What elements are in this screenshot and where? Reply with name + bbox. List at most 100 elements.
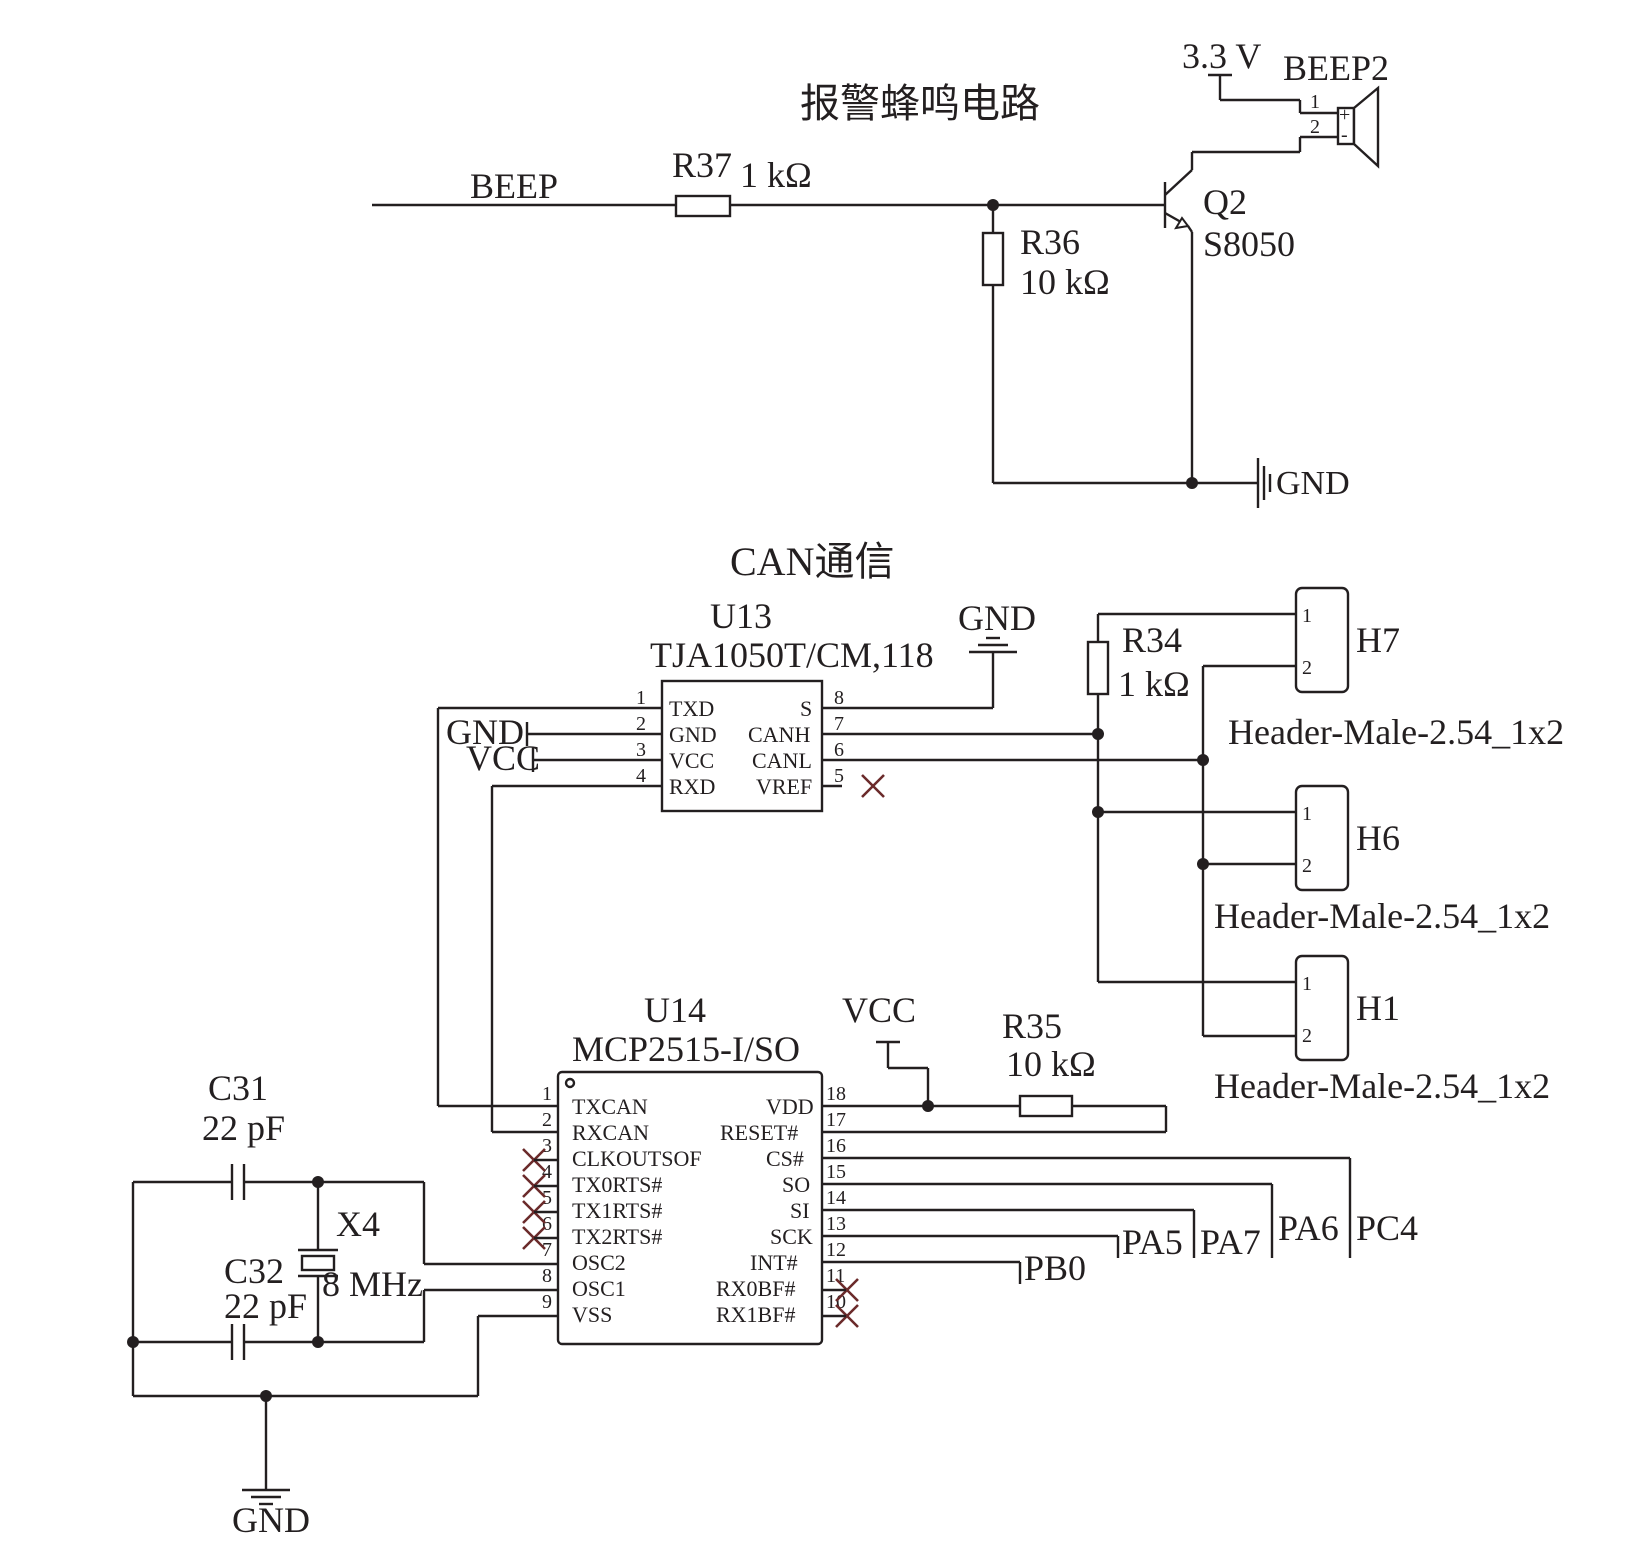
u13-pin-num: 3 [636,739,646,761]
u13-pin-num: 4 [636,765,646,787]
u14-pin-num: 1 [542,1083,552,1105]
u13-right-pins: 8 S 7 CANH 6 CANL 5 VREF [748,687,844,799]
buzzer-minus: - [1341,124,1348,146]
q2-transistor [1163,152,1194,483]
u13-pin-num: 7 [834,713,844,735]
header-pin-2: 2 [1302,855,1312,877]
r34-ref: R34 [1122,620,1182,660]
u14-pin-num: 17 [826,1109,846,1131]
u14-pin-name: INT# [750,1250,798,1275]
net-pa7: PA7 [1200,1222,1261,1262]
u14-pin-name: VSS [572,1302,612,1327]
u14-pin-name: OSC2 [572,1250,626,1275]
u14-right-pins: 18 VDD 17 RESET# 16 CS# 15 SO 14 SI 13 S… [716,1083,846,1327]
u14-pin-num: 3 [542,1135,552,1157]
u14-chip [556,1070,824,1346]
header-pin-1: 1 [1302,973,1312,995]
u14-pin-name: OSC1 [572,1276,626,1301]
r34-resistor [1086,640,1110,696]
c32-capacitor [230,1324,246,1360]
x4-ref: X4 [336,1204,380,1244]
u14-pin-num: 12 [826,1239,846,1261]
c32-ref: C32 [224,1251,284,1291]
beep-circuit-title: 报警蜂鸣电路 [800,81,1040,126]
net-pb0: PB0 [1024,1248,1086,1288]
r35-resistor [1018,1094,1074,1118]
u14-pin-num: 15 [826,1161,846,1183]
u13-s-gnd-symbol [969,636,1017,666]
u13-pin-num: 1 [636,687,646,709]
u14-pin-name: VDD [766,1094,814,1119]
can-circuit: CAN通信 U13 TJA1050T/CM,118 1 TXD 2 GND 3 … [127,539,1564,1540]
r35-value: 10 kΩ [1006,1044,1096,1084]
u13-pin-name: CANH [748,722,810,747]
u14-pin-num: 11 [826,1265,845,1287]
x4-value: 8 MHz [322,1264,423,1304]
u14-pin-name: SO [782,1172,810,1197]
header-pin-1: 1 [1302,605,1312,627]
buzzer-plus: + [1339,104,1350,126]
u14-pin-num: 8 [542,1265,552,1287]
header-pin-2: 2 [1302,1025,1312,1047]
u14-pin-num: 14 [826,1187,846,1209]
u13-pin-name: VREF [756,774,812,799]
header-ref: H7 [1356,620,1400,660]
c32-value: 22 pF [224,1286,307,1326]
r34-value: 1 kΩ [1118,664,1190,704]
u13-pin-num: 6 [834,739,844,761]
header-h6: 1 2 H6 Header-Male-2.54_1x2 [1214,784,1550,936]
buzzer-ref: BEEP2 [1283,48,1389,88]
beep-gnd-label: GND [1276,465,1350,502]
u13-chip [660,679,824,813]
supply-3v3-label: 3.3 V [1182,36,1261,76]
u14-part: MCP2515-I/SO [572,1029,800,1069]
u13-gnd-label: GND [446,712,524,752]
u14-pin-num: 16 [826,1135,846,1157]
u14-pin-num: 7 [542,1239,552,1261]
u14-pin-name: TXCAN [572,1094,648,1119]
u14-noconnect-right [835,1278,859,1328]
u13-pin-num: 2 [636,713,646,735]
u13-pin-name: CANL [752,748,812,773]
u14-pin-name: RESET# [720,1120,798,1145]
buzzer-pin-1: 1 [1310,91,1320,113]
header-h1: 1 2 H1 Header-Male-2.54_1x2 [1214,954,1550,1106]
header-ref: H1 [1356,988,1400,1028]
r37-ref: R37 [672,145,732,185]
u13-pin-name: S [800,696,812,721]
beep-circuit: 报警蜂鸣电路 BEEP R37 1 kΩ R36 10 kΩ Q2 S8050 [372,36,1389,508]
net-pc4: PC4 [1356,1208,1418,1248]
u14-pin-name: TX2RTS# [572,1224,662,1249]
u14-pin-num: 2 [542,1109,552,1131]
u14-vcc-label: VCC [842,990,916,1030]
u13-s-gnd-label: GND [958,598,1036,638]
u13-vref-noconnect [861,774,885,798]
net-pa6: PA6 [1278,1208,1339,1248]
u13-part: TJA1050T/CM,118 [650,635,934,675]
u14-pin-num: 4 [542,1161,552,1183]
u14-pin-num: 9 [542,1291,552,1313]
u14-pin-name: SI [790,1198,810,1223]
buzzer-pin-2: 2 [1310,116,1320,138]
u14-pin-name: SCK [770,1224,813,1249]
u14-pin-num: 13 [826,1213,846,1235]
u13-pin-name: RXD [669,774,715,799]
header-type: Header-Male-2.54_1x2 [1228,712,1564,752]
u13-pin-name: TXD [669,696,714,721]
c31-ref: C31 [208,1068,268,1108]
u14-pin-num: 5 [542,1187,552,1209]
r36-value: 10 kΩ [1020,262,1110,302]
u14-pin-name: RXCAN [572,1120,649,1145]
u13-left-pins: 1 TXD 2 GND 3 VCC 4 RXD [636,687,717,799]
u14-pin-name: TX0RTS# [572,1172,662,1197]
osc-gnd-label: GND [232,1500,310,1540]
u14-pin-name: CS# [766,1146,804,1171]
beep-gnd-symbol [1256,458,1272,508]
u13-pin-num: 5 [834,765,844,787]
u14-pin-name: CLKOUTSOF [572,1146,702,1171]
u13-pin-name: GND [669,722,717,747]
u14-pin1-marker [564,1077,576,1089]
header-type: Header-Male-2.54_1x2 [1214,896,1550,936]
u14-pin-name: RX1BF# [716,1302,795,1327]
